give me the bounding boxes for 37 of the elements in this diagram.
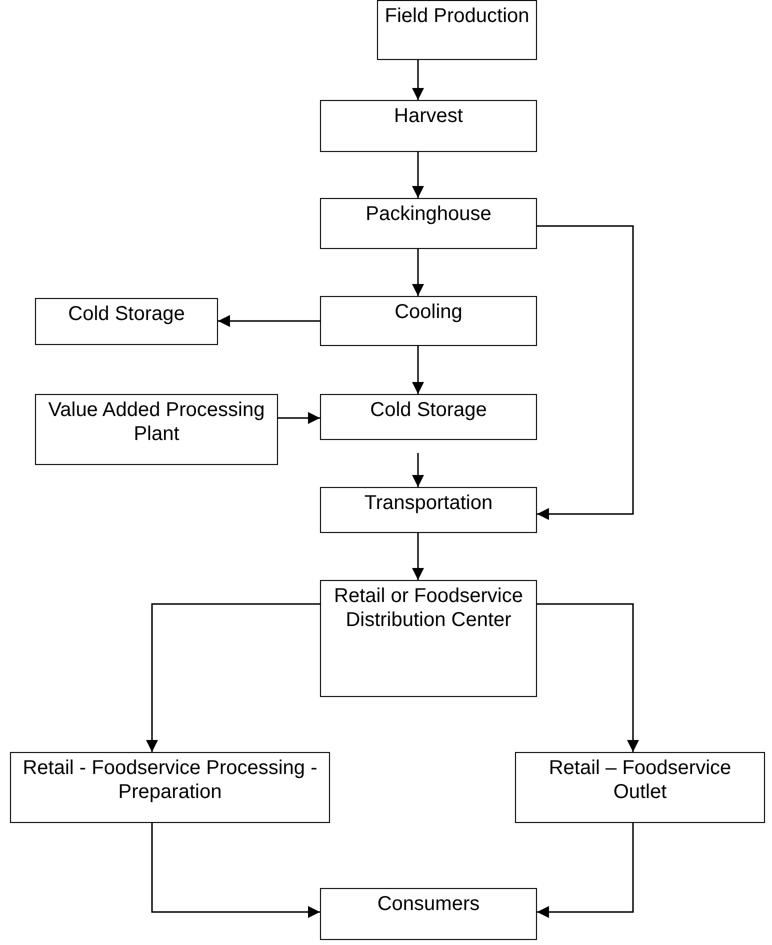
box-label: Field Production [384,4,530,28]
box-label: Cold Storage [68,302,185,326]
arrow [146,603,320,752]
box-label: Harvest [394,104,463,128]
process-box [515,752,765,823]
box-label: Transportation [364,491,493,515]
arrow [412,453,424,487]
arrow [412,346,424,394]
box-label: Retail - Foodservice Processing - Preparation [22,756,318,804]
process-box [320,580,537,697]
arrow [412,249,424,296]
box-label: Consumers [377,892,480,916]
arrow [412,152,424,198]
box-label: Retail or Foodservice Distribution Center [333,584,524,632]
box-label: Value Added Processing Plant [47,398,266,446]
arrow [537,823,634,918]
arrow [412,60,424,100]
process-box [320,296,537,346]
process-box [320,100,537,152]
arrow [412,533,424,580]
arrow [218,315,320,327]
process-box [320,888,537,940]
process-box [320,487,537,533]
box-label: Cold Storage [370,398,487,422]
arrow [537,225,634,520]
process-box [35,298,218,345]
process-box [320,198,537,249]
box-label: Packinghouse [366,202,492,226]
arrow [537,603,639,752]
process-box [10,752,330,823]
box-label: Retail – Foodservice Outlet [548,756,732,804]
arrow [151,823,320,918]
box-label: Cooling [394,300,462,324]
process-box [35,394,278,465]
process-box [377,0,537,60]
process-box [320,394,537,440]
arrow [278,412,320,424]
